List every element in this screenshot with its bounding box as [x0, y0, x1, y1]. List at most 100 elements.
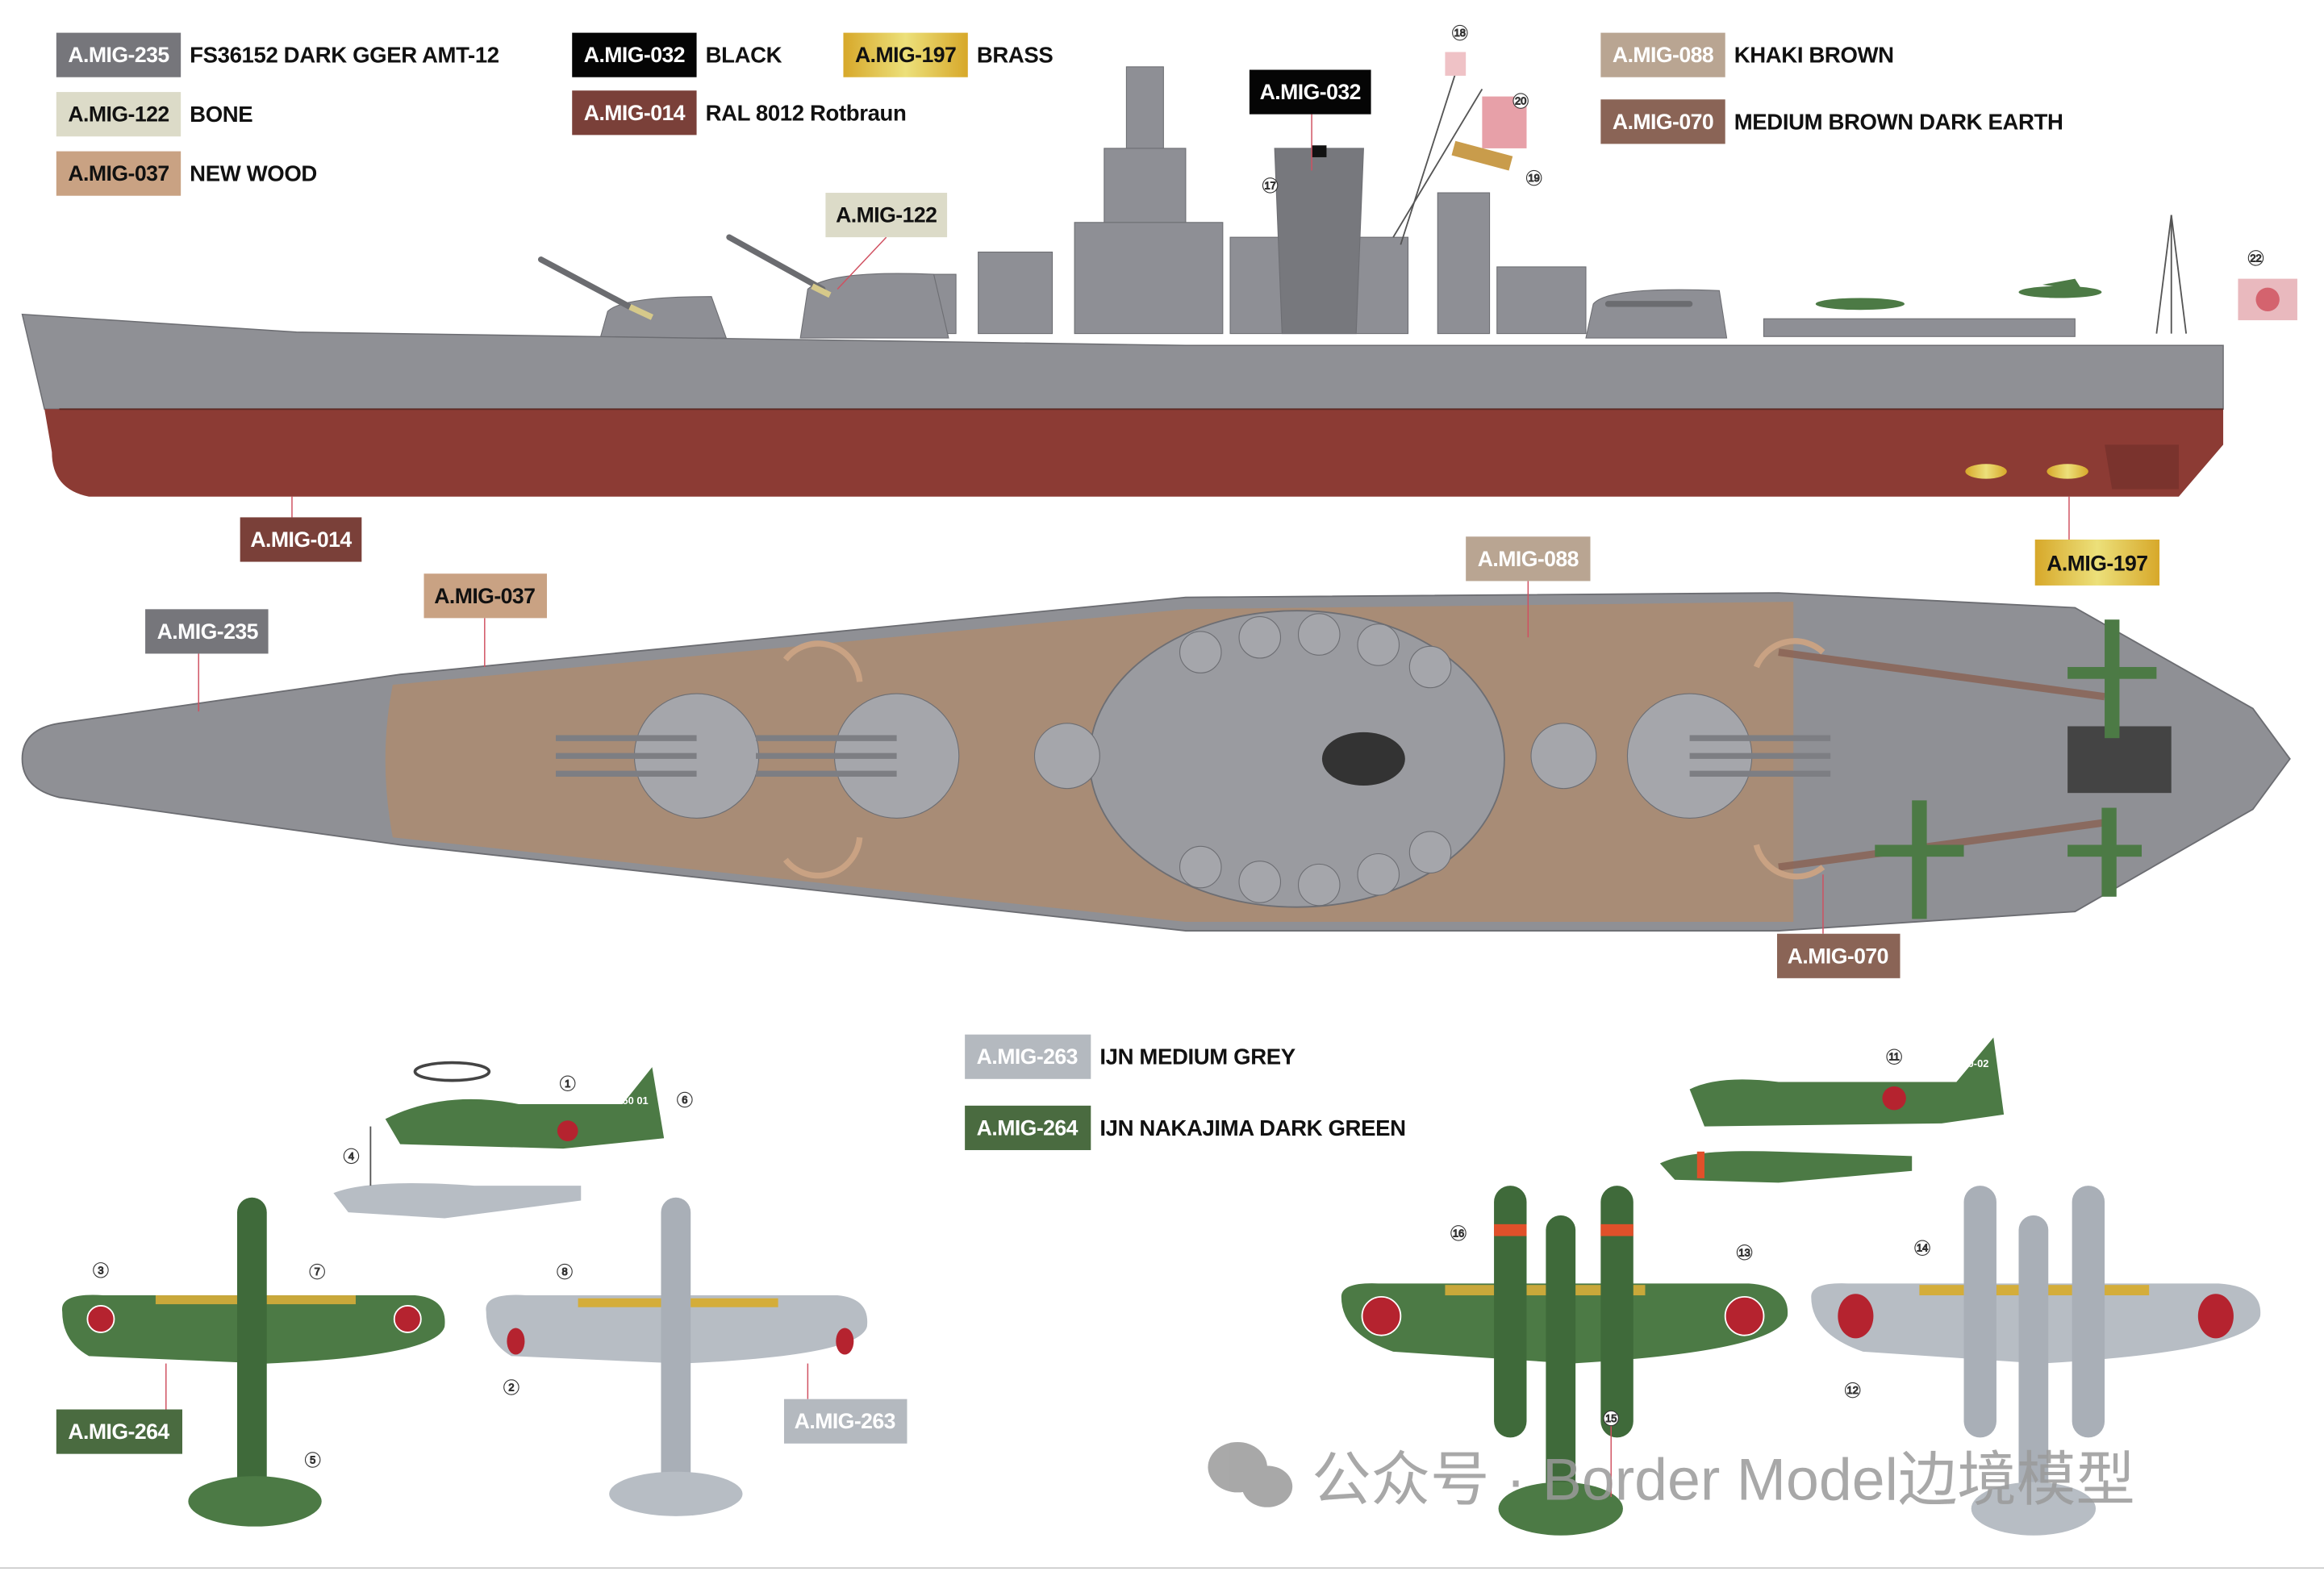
- legend-item-014: A.MIG-014 RAL 8012 Rotbraun: [572, 90, 907, 135]
- svg-text:1: 1: [565, 1078, 570, 1090]
- marker-18: 18: [1452, 24, 1468, 41]
- svg-text:11: 11: [1888, 1051, 1899, 1063]
- reference-markers: 1 2 3 4 5 6 7 8 11 12 13 14 15 16 17 18 …: [93, 24, 2264, 1497]
- svg-text:A.MIG-122: A.MIG-122: [68, 102, 169, 127]
- svg-text:4: 4: [348, 1150, 354, 1162]
- svg-text:A.MIG-263: A.MIG-263: [977, 1044, 1078, 1069]
- legend-item-037: A.MIG-037 NEW WOOD: [56, 151, 317, 196]
- svg-text:A.MIG-037: A.MIG-037: [68, 161, 169, 186]
- marker-16: 16: [1450, 1225, 1467, 1241]
- callout-197: A.MIG-197: [2034, 539, 2160, 586]
- svg-text:7: 7: [315, 1265, 320, 1278]
- svg-text:19: 19: [1529, 172, 1540, 184]
- aircraft-right-views: 200-02: [1341, 1037, 2261, 1536]
- marker-13: 13: [1736, 1244, 1753, 1261]
- svg-text:A.MIG-264: A.MIG-264: [977, 1115, 1079, 1140]
- callout-032: A.MIG-032: [1249, 69, 1371, 115]
- marker-2: 2: [503, 1379, 519, 1395]
- marker-20: 20: [1512, 93, 1529, 109]
- svg-text:A.MIG-088: A.MIG-088: [1478, 547, 1579, 571]
- legend-item-264: A.MIG-264 IJN NAKAJIMA DARK GREEN: [965, 1105, 1406, 1150]
- svg-text:A.MIG-263: A.MIG-263: [795, 1409, 895, 1433]
- svg-text:RAL 8012 Rotbraun: RAL 8012 Rotbraun: [706, 100, 907, 125]
- marker-22: 22: [2247, 250, 2264, 266]
- svg-text:17: 17: [1264, 179, 1275, 191]
- svg-text:A.MIG-070: A.MIG-070: [1613, 110, 1713, 134]
- callout-264: A.MIG-264: [56, 1409, 182, 1454]
- svg-text:16: 16: [1453, 1227, 1464, 1239]
- marker-7: 7: [309, 1263, 325, 1280]
- marker-8: 8: [557, 1263, 573, 1280]
- svg-text:22: 22: [2250, 252, 2261, 264]
- funnel-cap-black: [1312, 145, 1327, 157]
- callout-037: A.MIG-037: [423, 573, 547, 619]
- plane-code-left: 350 01: [616, 1094, 648, 1107]
- svg-text:A.MIG-122: A.MIG-122: [836, 203, 937, 227]
- legend-item-235: A.MIG-235 FS36152 DARK GGER AMT-12: [56, 32, 499, 77]
- svg-text:FS36152 DARK GGER AMT-12: FS36152 DARK GGER AMT-12: [190, 43, 499, 68]
- svg-text:A.MIG-070: A.MIG-070: [1788, 944, 1888, 968]
- callout-088: A.MIG-088: [1466, 536, 1591, 582]
- watermark-text: 公众号 · Border Model边境模型: [1312, 1446, 2135, 1513]
- plane-code-right: 200-02: [1956, 1057, 1988, 1069]
- svg-text:A.MIG-197: A.MIG-197: [2047, 551, 2147, 575]
- svg-text:14: 14: [1917, 1242, 1928, 1254]
- marker-3: 3: [93, 1262, 109, 1278]
- svg-text:15: 15: [1605, 1412, 1617, 1424]
- svg-text:BONE: BONE: [190, 102, 252, 127]
- svg-text:A.MIG-032: A.MIG-032: [1260, 80, 1361, 104]
- svg-text:KHAKI BROWN: KHAKI BROWN: [1734, 43, 1894, 68]
- svg-text:A.MIG-037: A.MIG-037: [434, 584, 535, 608]
- callouts: A.MIG-032 A.MIG-122 A.MIG-014 A.MIG-037 …: [56, 69, 2160, 1454]
- callout-014: A.MIG-014: [240, 517, 362, 562]
- svg-text:2: 2: [508, 1381, 514, 1393]
- svg-text:6: 6: [682, 1094, 687, 1106]
- propeller: [1965, 464, 2007, 479]
- ship-side-profile: [21, 52, 2297, 497]
- wechat-icon: [1208, 1441, 1293, 1507]
- marker-4: 4: [343, 1148, 360, 1165]
- legend-item-197: A.MIG-197 BRASS: [843, 32, 1054, 77]
- aircraft-left-views: 350 01: [61, 1061, 868, 1527]
- svg-text:A.MIG-032: A.MIG-032: [584, 43, 685, 67]
- funnel-top: [1321, 732, 1405, 786]
- callout-263: A.MIG-263: [783, 1399, 907, 1444]
- marker-5: 5: [304, 1452, 321, 1468]
- callout-235: A.MIG-235: [145, 609, 269, 654]
- callout-122: A.MIG-122: [825, 193, 948, 238]
- svg-text:A.MIG-014: A.MIG-014: [584, 101, 686, 125]
- marker-12: 12: [1844, 1382, 1861, 1399]
- svg-text:A.MIG-088: A.MIG-088: [1613, 43, 1713, 67]
- svg-text:A.MIG-235: A.MIG-235: [157, 619, 259, 644]
- ship-top-view: [21, 592, 2291, 932]
- watermark: 公众号 · Border Model边境模型: [1208, 1441, 2135, 1513]
- svg-text:A.MIG-264: A.MIG-264: [68, 1419, 169, 1444]
- marker-6: 6: [677, 1091, 693, 1108]
- svg-text:20: 20: [1515, 95, 1526, 107]
- marker-11: 11: [1886, 1048, 1902, 1065]
- svg-text:IJN NAKAJIMA DARK GREEN: IJN NAKAJIMA DARK GREEN: [1099, 1115, 1405, 1140]
- svg-text:12: 12: [1847, 1384, 1859, 1396]
- svg-text:IJN MEDIUM GREY: IJN MEDIUM GREY: [1099, 1044, 1295, 1069]
- legend-item-122: A.MIG-122 BONE: [56, 92, 253, 137]
- marker-1: 1: [559, 1075, 576, 1092]
- svg-text:8: 8: [561, 1265, 567, 1278]
- marker-14: 14: [1914, 1240, 1930, 1256]
- svg-text:NEW WOOD: NEW WOOD: [190, 161, 317, 186]
- callout-070: A.MIG-070: [1777, 933, 1901, 978]
- legend: A.MIG-235 FS36152 DARK GGER AMT-12 A.MIG-…: [56, 32, 2063, 1150]
- svg-text:A.MIG-014: A.MIG-014: [250, 527, 352, 552]
- svg-text:13: 13: [1738, 1246, 1750, 1258]
- svg-text:A.MIG-197: A.MIG-197: [855, 43, 956, 67]
- propeller: [2047, 464, 2088, 479]
- svg-text:5: 5: [310, 1453, 315, 1465]
- svg-text:3: 3: [98, 1264, 103, 1276]
- svg-text:BRASS: BRASS: [977, 43, 1054, 68]
- legend-item-263: A.MIG-263 IJN MEDIUM GREY: [965, 1034, 1296, 1079]
- svg-text:A.MIG-235: A.MIG-235: [68, 43, 169, 67]
- marker-17: 17: [1262, 177, 1279, 194]
